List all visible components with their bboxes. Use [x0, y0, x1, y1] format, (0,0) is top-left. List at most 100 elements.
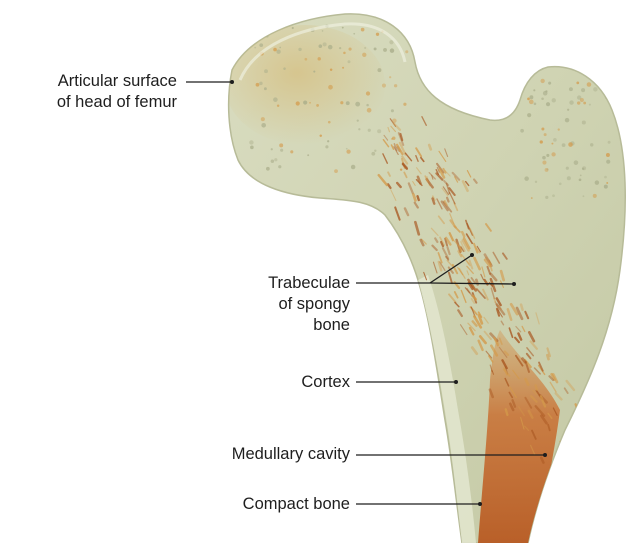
bone-speckle — [348, 60, 351, 63]
bone-speckle — [290, 150, 293, 153]
label-articular-surface-line1: Articular surface — [57, 71, 177, 92]
label-articular-surface: Articular surface of head of femur — [57, 71, 177, 113]
bone-speckle — [587, 82, 592, 87]
bone-speckle — [529, 100, 534, 105]
bone-speckle — [340, 101, 343, 104]
trabecula-streak — [536, 385, 537, 389]
bone-speckle — [569, 87, 573, 91]
bone-speckle — [266, 167, 270, 171]
bone-speckle — [377, 68, 381, 72]
bone-speckle — [330, 69, 332, 71]
bone-speckle — [276, 50, 280, 54]
bone-speckle — [323, 42, 327, 46]
bone-speckle — [568, 142, 573, 147]
bone-speckle — [582, 168, 584, 170]
bone-speckle — [520, 129, 524, 133]
bone-speckle — [250, 146, 254, 150]
trabecula-streak — [447, 198, 448, 202]
bone-speckle — [328, 85, 333, 90]
bone-speckle — [545, 168, 549, 172]
bone-speckle — [376, 33, 379, 36]
bone-speckle — [580, 98, 584, 102]
trabecula-streak — [561, 442, 564, 448]
bone-speckle — [371, 152, 375, 156]
bone-speckle — [545, 196, 548, 199]
bone-speckle — [342, 27, 344, 29]
bone-speckle — [567, 109, 569, 111]
bone-speckle — [593, 87, 597, 91]
bone-speckle — [583, 102, 586, 105]
bone-speckle — [259, 43, 263, 47]
bone-speckle — [264, 69, 268, 73]
bone-speckle — [366, 104, 369, 107]
bone-speckle — [361, 28, 365, 32]
bone-speckle — [334, 169, 338, 173]
bone-speckle — [606, 153, 610, 157]
bone-speckle — [278, 165, 281, 168]
bone-speckle — [604, 176, 607, 179]
bone-speckle — [545, 90, 547, 92]
bone-speckle — [541, 97, 544, 100]
bone-speckle — [304, 58, 307, 61]
bone-speckle — [576, 82, 579, 85]
bone-speckle — [595, 180, 599, 184]
bone-speckle — [273, 97, 278, 102]
bone-speckle — [353, 33, 355, 35]
bone-speckle — [346, 148, 348, 150]
bone-speckle — [307, 154, 309, 156]
trabecula-streak — [433, 199, 435, 204]
bone-speckle — [551, 152, 555, 156]
bone-speckle — [383, 48, 387, 52]
bone-speckle — [322, 30, 324, 32]
bone-speckle — [328, 121, 331, 124]
bone-speckle — [529, 95, 533, 99]
bone-speckle — [553, 138, 557, 142]
bone-speckle — [593, 194, 597, 198]
bone-speckle — [283, 67, 286, 70]
bone-speckle — [271, 159, 274, 162]
bone-speckle — [527, 98, 530, 101]
bone-speckle — [558, 128, 560, 130]
bone-speckle — [577, 101, 580, 104]
bone-speckle — [582, 195, 584, 197]
label-trabeculae-line1: Trabeculae — [268, 273, 350, 294]
bone-speckle — [541, 128, 544, 131]
bone-speckle — [392, 118, 396, 122]
bone-speckle — [566, 167, 569, 170]
bone-speckle — [298, 48, 301, 51]
bone-speckle — [582, 120, 586, 124]
bone-speckle — [551, 143, 553, 145]
bone-speckle — [559, 182, 562, 185]
bone-speckle — [261, 117, 265, 121]
bone-speckle — [319, 44, 323, 48]
bone-speckle — [581, 88, 585, 92]
bone-speckle — [540, 140, 543, 143]
bone-speckle — [535, 181, 537, 183]
bone-speckle — [403, 103, 406, 106]
bone-speckle — [273, 48, 277, 52]
bone-speckle — [546, 154, 549, 157]
bone-speckle — [546, 102, 550, 106]
bone-speckle — [346, 101, 350, 105]
bone-speckle — [316, 104, 319, 107]
trabecula-streak — [521, 305, 522, 310]
bone-speckle — [271, 148, 273, 150]
bone-speckle — [349, 48, 352, 51]
bone-speckle — [346, 149, 350, 153]
bone-speckle — [391, 109, 394, 112]
bone-speckle — [531, 197, 533, 199]
bone-speckle — [569, 100, 573, 104]
bone-speckle — [256, 83, 260, 87]
bone-speckle — [249, 140, 253, 144]
bone-speckle — [579, 178, 582, 181]
bone-speckle — [382, 83, 386, 87]
label-trabeculae: Trabeculae of spongy bone — [268, 273, 350, 336]
bone-speckle — [606, 182, 608, 184]
bone-speckle — [277, 104, 279, 106]
bone-speckle — [389, 76, 391, 78]
bone-speckle — [607, 88, 610, 91]
bone-speckle — [540, 79, 544, 83]
bone-speckle — [259, 82, 262, 85]
bone-speckle — [327, 140, 329, 142]
